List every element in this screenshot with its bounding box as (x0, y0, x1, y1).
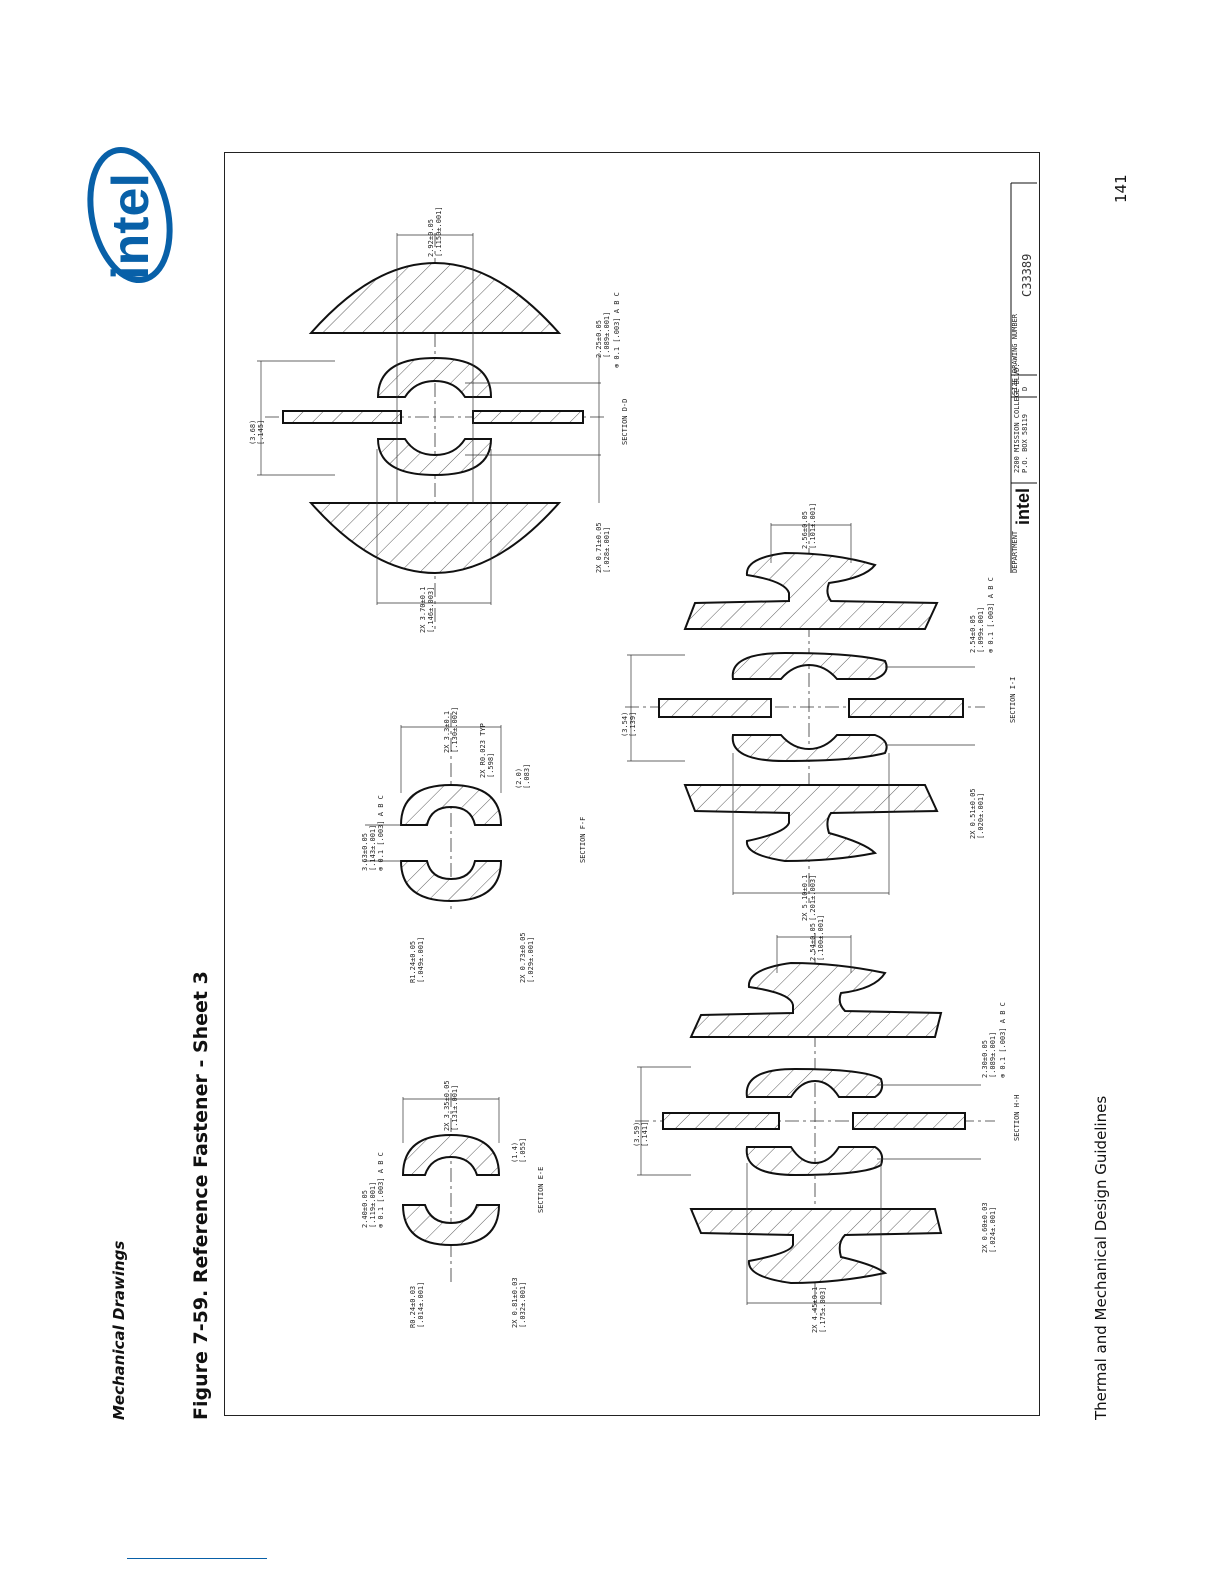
label-section-i: SECTION I-I (1009, 677, 1017, 723)
svg-text:[.049±.001]: [.049±.001] (417, 937, 425, 983)
svg-text:2200 MISSION COLLEGE BLVD.: 2200 MISSION COLLEGE BLVD. (1013, 363, 1021, 473)
svg-text:[.201±.003]: [.201±.003] (809, 875, 817, 921)
label-section-h: SECTION H-H (1013, 1095, 1021, 1141)
svg-text:2.56±0.05: 2.56±0.05 (801, 511, 809, 549)
svg-text:SIZE: SIZE (1011, 378, 1019, 395)
svg-text:[.175±.003]: [.175±.003] (819, 1287, 827, 1333)
svg-text:⊕ 0.1 [.003] A B C: ⊕ 0.1 [.003] A B C (377, 795, 385, 871)
svg-text:(1.4): (1.4) (511, 1142, 519, 1163)
logo-wordmark: intel (102, 173, 160, 280)
dim-d-gap: 2X 0.71±0.05 (595, 522, 603, 573)
svg-text:(3.59): (3.59) (633, 1122, 641, 1147)
svg-text:[.083]: [.083] (523, 764, 531, 789)
dim-d-width-in: [.146±.003] (427, 587, 435, 633)
svg-text:2X 0.60±0.03: 2X 0.60±0.03 (981, 1202, 989, 1253)
svg-text:R1.24±0.05: R1.24±0.05 (409, 941, 417, 983)
dim-d-height: (3.68) (249, 420, 257, 445)
svg-text:DRAWING NUMBER: DRAWING NUMBER (1011, 313, 1019, 373)
dim-d-top-in: [.1150±.001] (435, 206, 443, 257)
svg-text:[.055]: [.055] (519, 1138, 527, 1163)
svg-text:C33389: C33389 (1020, 254, 1034, 297)
figure-title: Figure 7-59. Reference Fastener - Sheet … (190, 971, 212, 1420)
svg-text:[.598]: [.598] (487, 753, 495, 778)
svg-text:2.30±0.05: 2.30±0.05 (981, 1040, 989, 1078)
svg-text:[.024±.001]: [.024±.001] (989, 1207, 997, 1253)
svg-text:⊕ 0.1 [.003] A B C: ⊕ 0.1 [.003] A B C (987, 577, 995, 653)
svg-text:[.099±.001]: [.099±.001] (977, 607, 985, 653)
svg-text:⊕ 0.1 [.003] A B C: ⊕ 0.1 [.003] A B C (999, 1002, 1007, 1078)
svg-text:[.020±.001]: [.020±.001] (977, 793, 985, 839)
svg-text:2X 4.45±0.1: 2X 4.45±0.1 (811, 1287, 819, 1333)
svg-text:2.40±0.05: 2.40±0.05 (361, 1190, 369, 1228)
dim-d-right: 2.25±0.05 (595, 320, 603, 358)
svg-text:[.029±.001]: [.029±.001] (527, 937, 535, 983)
mechanical-drawing: 2.92±0.05 [.1150±.001] (3.68) [.145] 2X … (224, 152, 1040, 1416)
dim-d-gap-in: [.028±.001] (603, 527, 611, 573)
svg-text:[.100±.001]: [.100±.001] (817, 915, 825, 961)
section-h-group: 2.54±0.05 [.100±.001] (3.59) [.141] 2X 4… (633, 915, 1021, 1333)
svg-text:2X 3.35±0.05: 2X 3.35±0.05 (443, 1080, 451, 1131)
svg-text:(3.54): (3.54) (621, 712, 629, 737)
section-label: Mechanical Drawings (110, 1240, 128, 1420)
intel-logo: intel (78, 140, 182, 290)
svg-text:D: D (1021, 387, 1029, 391)
svg-text:2X 3.3±0.1: 2X 3.3±0.1 (443, 711, 451, 753)
svg-text:[.131±.001]: [.131±.001] (451, 1085, 459, 1131)
svg-text:2X 0.81±0.03: 2X 0.81±0.03 (511, 1277, 519, 1328)
fcf-d: ⊕ 0.1 [.003] A B C (613, 292, 621, 368)
svg-text:[.143±.001]: [.143±.001] (369, 825, 377, 871)
svg-text:R0.24±0.03: R0.24±0.03 (409, 1286, 417, 1328)
section-f-group: 2X 3.3±0.1 [.130±.002] 2X R0.023 TYP [.5… (361, 707, 587, 983)
svg-text:[.119±.001]: [.119±.001] (369, 1182, 377, 1228)
dim-d-top: 2.92±0.05 (427, 219, 435, 257)
dome-top (308, 262, 562, 334)
svg-text:[.014±.001]: [.014±.001] (417, 1282, 425, 1328)
footer-rule (127, 1558, 267, 1559)
section-i-group: 2.56±0.05 [.101±.001] (3.54) [.139] 2X 5… (621, 503, 1017, 921)
svg-text:intel: intel (1013, 488, 1033, 525)
dim-d-width: 2X 3.70±0.1 (419, 587, 427, 633)
footer-text: Thermal and Mechanical Design Guidelines (1092, 1095, 1110, 1420)
svg-text:2.54±0.05: 2.54±0.05 (809, 923, 817, 961)
svg-text:[.130±.002]: [.130±.002] (451, 707, 459, 753)
svg-text:[.032±.001]: [.032±.001] (519, 1282, 527, 1328)
label-section-f: SECTION F-F (579, 817, 587, 863)
drawing-svg: 2.92±0.05 [.1150±.001] (3.68) [.145] 2X … (249, 182, 1037, 1333)
dim-d-right-in: [.089±.001] (603, 312, 611, 358)
svg-text:2.54±0.05: 2.54±0.05 (969, 615, 977, 653)
page-number: 141 (1112, 174, 1130, 203)
svg-text:2X 5.10±0.1: 2X 5.10±0.1 (801, 875, 809, 921)
dome-bottom (308, 502, 562, 574)
svg-text:P.O. BOX 58119: P.O. BOX 58119 (1021, 414, 1029, 473)
label-section-d: SECTION D-D (621, 399, 629, 445)
svg-text:2X 0.73±0.05: 2X 0.73±0.05 (519, 932, 527, 983)
svg-text:2X 0.51±0.05: 2X 0.51±0.05 (969, 788, 977, 839)
svg-text:DEPARTMENT: DEPARTMENT (1011, 530, 1019, 573)
svg-text:[.101±.001]: [.101±.001] (809, 503, 817, 549)
label-section-e: SECTION E-E (537, 1167, 545, 1213)
svg-text:2X R0.023 TYP: 2X R0.023 TYP (479, 723, 487, 778)
section-e-group: 2X 3.35±0.05 [.131±.001] 2.40±0.05 [.119… (361, 1080, 545, 1328)
section-d-group: 2.92±0.05 [.1150±.001] (3.68) [.145] 2X … (249, 206, 629, 633)
svg-text:⊕ 0.1 [.003] A B C: ⊕ 0.1 [.003] A B C (377, 1152, 385, 1228)
svg-text:(2.0): (2.0) (515, 768, 523, 789)
title-block: DEPARTMENT intel 2200 MISSION COLLEGE BL… (1010, 182, 1037, 573)
svg-text:3.63±0.05: 3.63±0.05 (361, 833, 369, 871)
svg-text:[.089±.001]: [.089±.001] (989, 1032, 997, 1078)
svg-text:[.139]: [.139] (629, 712, 637, 737)
svg-text:[.141]: [.141] (641, 1122, 649, 1147)
dim-d-height-in: [.145] (257, 420, 265, 445)
